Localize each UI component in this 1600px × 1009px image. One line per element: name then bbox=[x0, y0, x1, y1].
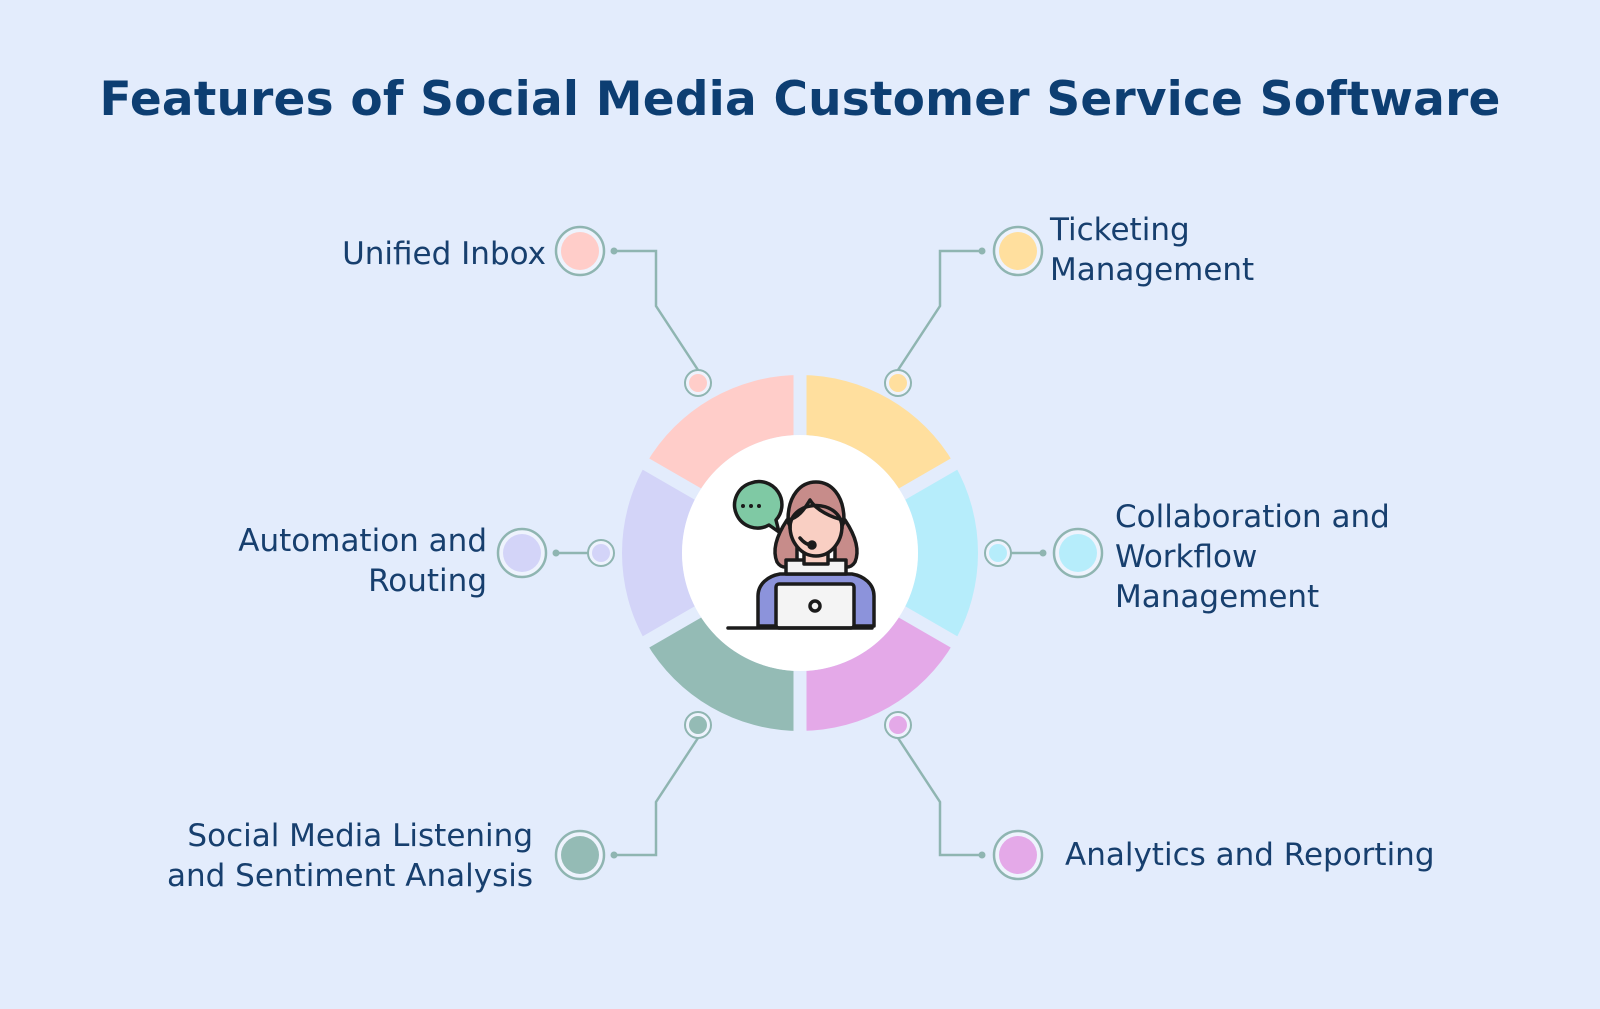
connector-end-dot bbox=[978, 247, 986, 255]
ring-gap bbox=[639, 456, 703, 501]
connector-end-dot bbox=[610, 851, 618, 859]
feature-node bbox=[503, 534, 541, 572]
ring-gap bbox=[897, 605, 961, 650]
feature-label-line: Routing bbox=[368, 563, 487, 599]
feature-node bbox=[999, 836, 1037, 874]
feature-node bbox=[561, 232, 599, 270]
ring-segment bbox=[622, 464, 698, 642]
feature-label-line: and Sentiment Analysis bbox=[167, 858, 533, 894]
feature-label-line: Management bbox=[1115, 579, 1320, 615]
ring-segment bbox=[800, 375, 955, 494]
center-disc bbox=[682, 435, 918, 671]
connector-line bbox=[896, 249, 982, 371]
ring-segment bbox=[645, 612, 800, 731]
feature-node bbox=[999, 232, 1037, 270]
ring-segment bbox=[645, 375, 800, 494]
ring-segment bbox=[902, 464, 978, 642]
feature-label-line: Unified Inbox bbox=[342, 236, 546, 272]
feature-label: Analytics and Reporting bbox=[1065, 835, 1435, 875]
feature-label-line: Workflow bbox=[1115, 539, 1258, 575]
feature-label-line: Analytics and Reporting bbox=[1065, 837, 1435, 873]
feature-label: Unified Inbox bbox=[342, 234, 546, 274]
feature-node bbox=[561, 836, 599, 874]
connector-end-dot bbox=[610, 247, 618, 255]
ring-segments bbox=[622, 371, 978, 735]
feature-label-line: Automation and bbox=[238, 523, 487, 559]
connectors bbox=[496, 225, 1104, 881]
feature-label: Social Media Listening and Sentiment Anal… bbox=[167, 816, 533, 896]
feature-label-line: Ticketing bbox=[1050, 212, 1190, 248]
connector-small-dot bbox=[592, 544, 610, 562]
connector-end-dot bbox=[978, 851, 986, 859]
feature-label-line: Management bbox=[1050, 252, 1255, 288]
feature-node bbox=[1059, 534, 1097, 572]
connector-end-dot bbox=[1039, 549, 1047, 557]
feature-label-line: Collaboration and bbox=[1115, 499, 1390, 535]
connector-small-dot bbox=[689, 374, 707, 392]
page-title: Features of Social Media Customer Servic… bbox=[99, 72, 1501, 127]
connector-small-dot bbox=[889, 374, 907, 392]
connector-end-dot bbox=[552, 549, 560, 557]
connector-small-dot bbox=[689, 716, 707, 734]
ring-segment bbox=[800, 612, 955, 731]
customer-support-agent-icon bbox=[726, 479, 876, 630]
connector-small-dot bbox=[989, 544, 1007, 562]
connector-line bbox=[614, 737, 700, 857]
ring-gap bbox=[897, 456, 961, 501]
connector-line bbox=[896, 737, 982, 857]
connector-line bbox=[614, 249, 700, 371]
connector-small-dot bbox=[889, 716, 907, 734]
feature-label-line: Social Media Listening bbox=[187, 818, 533, 854]
ring-gap bbox=[639, 605, 703, 650]
